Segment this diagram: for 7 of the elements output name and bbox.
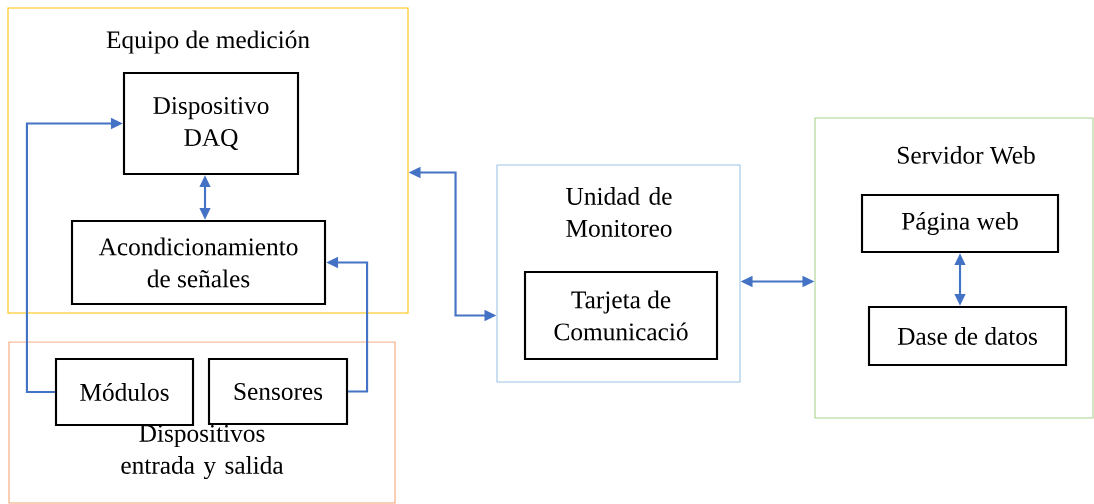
process-box: Dase de datos (867, 305, 1068, 367)
process-box: Tarjeta de Comunicació (523, 270, 719, 361)
process-box: Página web (860, 193, 1060, 254)
process-box: Módulos (54, 357, 195, 427)
process-box: Sensores (207, 357, 349, 426)
process-box: Dispositivo DAQ (122, 71, 300, 176)
process-box: Acondicionamiento de señales (70, 219, 327, 306)
